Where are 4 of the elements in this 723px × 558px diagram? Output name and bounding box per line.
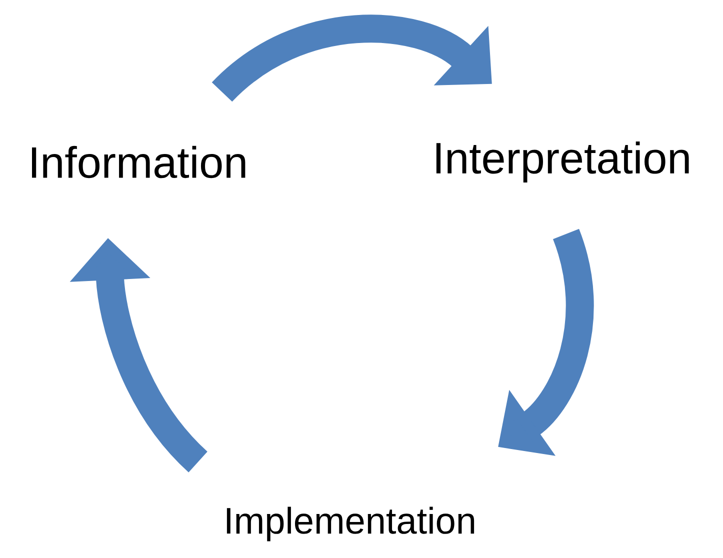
node-label: Implementation	[226, 506, 474, 542]
node-label: Interpretation	[436, 142, 689, 182]
curved-arrow	[212, 14, 492, 102]
node-label: Information	[32, 146, 246, 178]
